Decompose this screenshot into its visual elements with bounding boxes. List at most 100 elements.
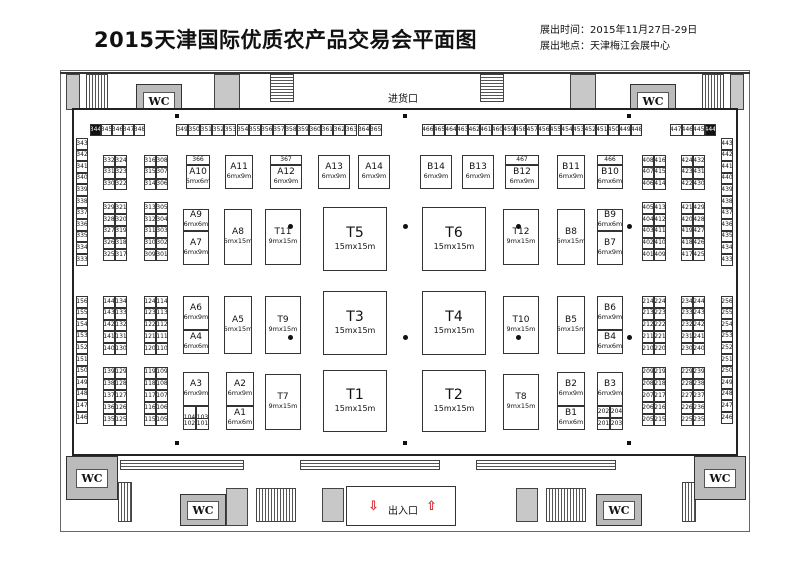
booth-216: 216 bbox=[654, 402, 666, 414]
booth-size: 15mx15m bbox=[334, 326, 376, 336]
booth-322: 322 bbox=[115, 178, 127, 191]
booth-345: 345 bbox=[101, 124, 112, 136]
booth-447: 447 bbox=[670, 124, 682, 136]
booth-438: 438 bbox=[721, 196, 733, 208]
booth-111: 111 bbox=[156, 331, 168, 344]
booth-size: 6mx9m bbox=[597, 389, 623, 398]
booth-452: 452 bbox=[584, 124, 596, 136]
booth-size: 6mx9m bbox=[423, 172, 449, 181]
booth-size: 9mx15m bbox=[506, 237, 536, 246]
booth-number: B6 bbox=[604, 303, 616, 314]
booth-356: 356 bbox=[260, 124, 273, 136]
booth-230: 230 bbox=[681, 343, 693, 355]
booth-number: T4 bbox=[445, 308, 463, 325]
booth-126: 126 bbox=[115, 402, 127, 414]
booth-number: B14 bbox=[427, 162, 445, 173]
booth-size: 9mx15m bbox=[268, 325, 298, 334]
booth-107: 107 bbox=[156, 390, 168, 403]
entrance-gate bbox=[346, 486, 456, 526]
booth-size: 6mx6m bbox=[597, 342, 623, 351]
booth-size: 6mx9m bbox=[183, 248, 209, 257]
booth-339: 339 bbox=[76, 184, 88, 196]
booth-458: 458 bbox=[514, 124, 527, 136]
booth-249: 249 bbox=[721, 377, 733, 389]
booth-351: 351 bbox=[200, 124, 213, 136]
wc-bottom-mid-right: WC bbox=[596, 494, 642, 526]
elevator-top-right bbox=[570, 74, 596, 110]
booth-130: 130 bbox=[115, 343, 127, 355]
booth-333: 333 bbox=[76, 254, 88, 266]
booth-424: 424 bbox=[681, 155, 693, 167]
booth-316: 316 bbox=[144, 155, 156, 167]
wc-bottom-right: WC bbox=[694, 456, 746, 500]
booth-218: 218 bbox=[654, 378, 666, 391]
stair-bottom-a bbox=[256, 488, 296, 522]
booth-403: 403 bbox=[642, 225, 654, 238]
booth-size: 6mx9m bbox=[509, 177, 535, 186]
stair-bottom-mid bbox=[300, 460, 440, 470]
booth-308: 308 bbox=[156, 155, 168, 167]
booth-number: A9 bbox=[190, 210, 202, 221]
elevator-bottom-left bbox=[226, 488, 248, 526]
booth-number: T8 bbox=[515, 392, 527, 403]
booth-222: 222 bbox=[654, 319, 666, 332]
booth-305: 305 bbox=[156, 202, 168, 214]
booth-461: 461 bbox=[480, 124, 492, 136]
booth-422: 422 bbox=[681, 178, 693, 191]
booth-219: 219 bbox=[654, 366, 666, 379]
booth-456: 456 bbox=[538, 124, 550, 136]
booth-248: 248 bbox=[721, 388, 733, 401]
booth-330: 330 bbox=[103, 178, 115, 191]
booth-464: 464 bbox=[445, 124, 457, 136]
booth-247: 247 bbox=[721, 400, 733, 412]
booth-size: 6mx6m bbox=[227, 418, 253, 427]
booth-size: 9mx15m bbox=[506, 325, 536, 334]
booth-102: 102 bbox=[183, 418, 196, 430]
booth-441: 441 bbox=[721, 161, 733, 173]
booth-140: 140 bbox=[103, 343, 115, 355]
booth-139: 139 bbox=[103, 366, 115, 379]
booth-359: 359 bbox=[297, 124, 310, 136]
booth-size: 6mx9m bbox=[183, 313, 209, 322]
booth-101: 101 bbox=[196, 418, 209, 430]
booth-size: 6mx6m bbox=[597, 220, 623, 229]
booth-404: 404 bbox=[642, 214, 654, 226]
booth-434: 434 bbox=[721, 242, 733, 254]
booth-364: 364 bbox=[357, 124, 370, 136]
booth-256: 256 bbox=[721, 296, 733, 308]
booth-number: A12 bbox=[277, 167, 295, 178]
booth-462: 462 bbox=[468, 124, 480, 136]
booth-401: 401 bbox=[642, 249, 654, 262]
booth-209: 209 bbox=[642, 366, 654, 379]
pillar-dot bbox=[288, 224, 293, 229]
booth-212: 212 bbox=[642, 319, 654, 332]
booth-146: 146 bbox=[76, 412, 88, 424]
booth-419: 419 bbox=[681, 225, 693, 238]
column bbox=[403, 441, 407, 445]
booth-228: 228 bbox=[681, 378, 693, 391]
pillar-dot bbox=[516, 335, 521, 340]
column bbox=[627, 114, 631, 118]
booth-size: 6mx9m bbox=[465, 172, 491, 181]
column bbox=[627, 441, 631, 445]
booth-327: 327 bbox=[103, 225, 115, 238]
booth-329: 329 bbox=[103, 202, 115, 214]
pillar-dot bbox=[403, 224, 408, 229]
booth-411: 411 bbox=[654, 225, 666, 238]
booth-number: A5 bbox=[232, 315, 244, 326]
booth-417: 417 bbox=[681, 249, 693, 262]
booth-407: 407 bbox=[642, 166, 654, 179]
booth-size: 6mx9m bbox=[226, 172, 252, 181]
booth-118: 118 bbox=[144, 378, 156, 391]
booth-413: 413 bbox=[654, 202, 666, 214]
booth-number: B8 bbox=[565, 227, 577, 238]
